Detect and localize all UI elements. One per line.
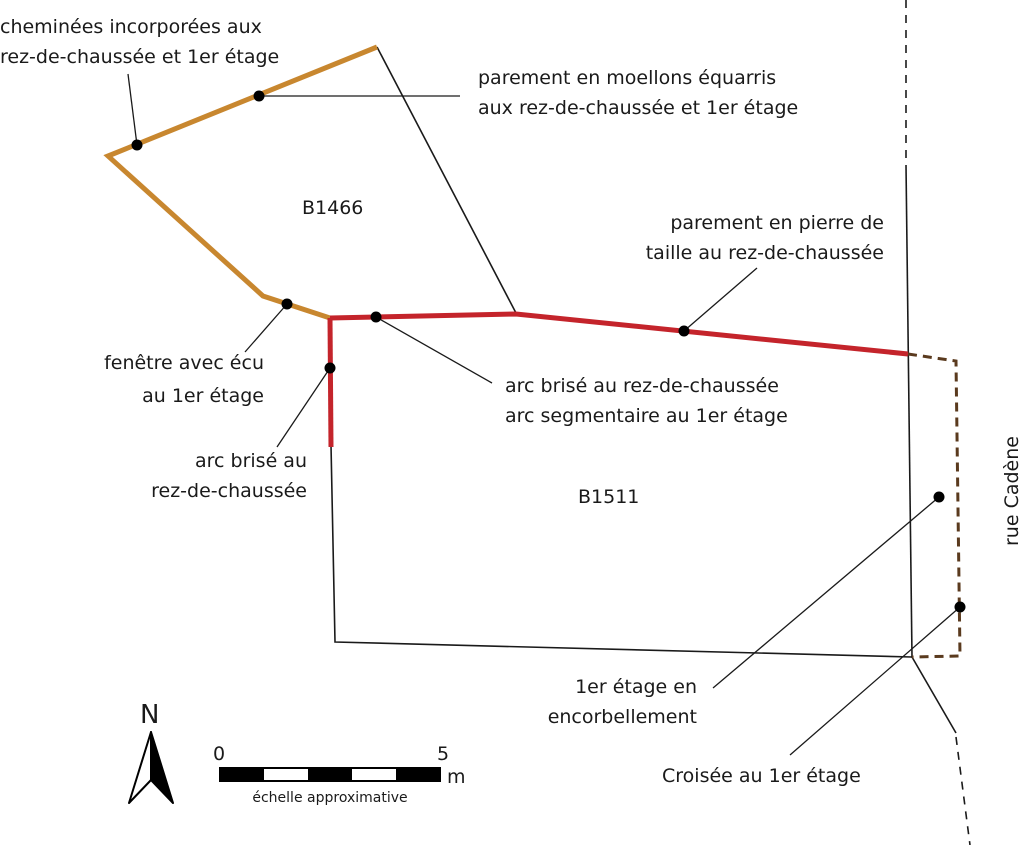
scale-caption: échelle approximative [252, 790, 407, 806]
dot-croisee [954, 601, 966, 613]
leader-arcbrise [276, 367, 331, 448]
label-street: rue Cadène [1001, 436, 1023, 546]
scale-unit-label: m [447, 766, 466, 788]
scale-seg-5 [396, 768, 440, 781]
north-arrow: N [128, 700, 174, 804]
scale-seg-1 [220, 768, 264, 781]
street-dashes [905, 0, 971, 845]
label-arc-1: arc brisé au rez-de-chaussée [505, 375, 779, 397]
label-encorb-1: 1er étage en [575, 676, 697, 698]
dot-fenetre [281, 298, 293, 310]
leader-dots [131, 90, 966, 613]
dot-encorb [933, 491, 945, 503]
label-fenetre-2: au 1er étage [142, 385, 264, 407]
scale-seg-3 [308, 768, 352, 781]
street-edge-line [905, 164, 913, 658]
label-cheminees-2: rez-de-chaussée et 1er étage [0, 46, 279, 68]
north-arrow-left-half [128, 731, 152, 804]
label-cheminees-1: cheminées incorporées aux [0, 16, 262, 38]
label-fenetre-1: fenêtre avec écu [104, 352, 264, 374]
red-wall-main [329, 311, 909, 357]
parcel-outlines [330, 46, 957, 734]
red-wall-vertical [327, 317, 334, 448]
dot-arc [370, 311, 382, 323]
label-parcel-b1511: B1511 [578, 486, 639, 508]
encorbellement-outline [907, 352, 962, 659]
leader-croisee [789, 606, 961, 756]
label-moellons-2: aux rez-de-chaussée et 1er étage [478, 97, 798, 119]
b1466-east-outline [376, 46, 517, 314]
north-arrow-right-half [150, 731, 174, 804]
label-arcbrise-2: rez-de-chaussée [151, 480, 307, 502]
leader-lines [127, 73, 961, 756]
street-dash-bottom [955, 736, 971, 845]
dot-moellons [253, 90, 265, 102]
dot-cheminees [131, 139, 143, 151]
label-pierre-1: parement en pierre de [670, 212, 884, 234]
b1511-outline [330, 444, 913, 658]
leader-cheminees [127, 73, 138, 146]
scale-bar: 0 5 m échelle approximative [213, 743, 466, 806]
leader-arc [375, 316, 493, 384]
ochre-wall [103, 44, 378, 321]
label-pierre-2: taille au rez-de-chaussée [646, 242, 884, 264]
label-moellons-1: parement en moellons équarris [478, 67, 776, 89]
street-edge-diagonal [911, 656, 957, 734]
label-arcbrise-1: arc brisé au [195, 450, 307, 472]
leader-pierre [683, 267, 758, 332]
label-parcel-b1466: B1466 [302, 197, 363, 219]
label-croisee: Croisée au 1er étage [662, 765, 861, 787]
label-encorb-2: encorbellement [548, 706, 697, 728]
scale-start-label: 0 [213, 743, 225, 765]
leader-fenetre [244, 303, 288, 353]
scale-end-label: 5 [437, 743, 449, 765]
label-arc-2: arc segmentaire au 1er étage [505, 405, 788, 427]
dot-arcbrise [324, 362, 336, 374]
dot-pierre [678, 325, 690, 337]
leader-encorb [712, 496, 940, 689]
north-label: N [140, 700, 159, 730]
